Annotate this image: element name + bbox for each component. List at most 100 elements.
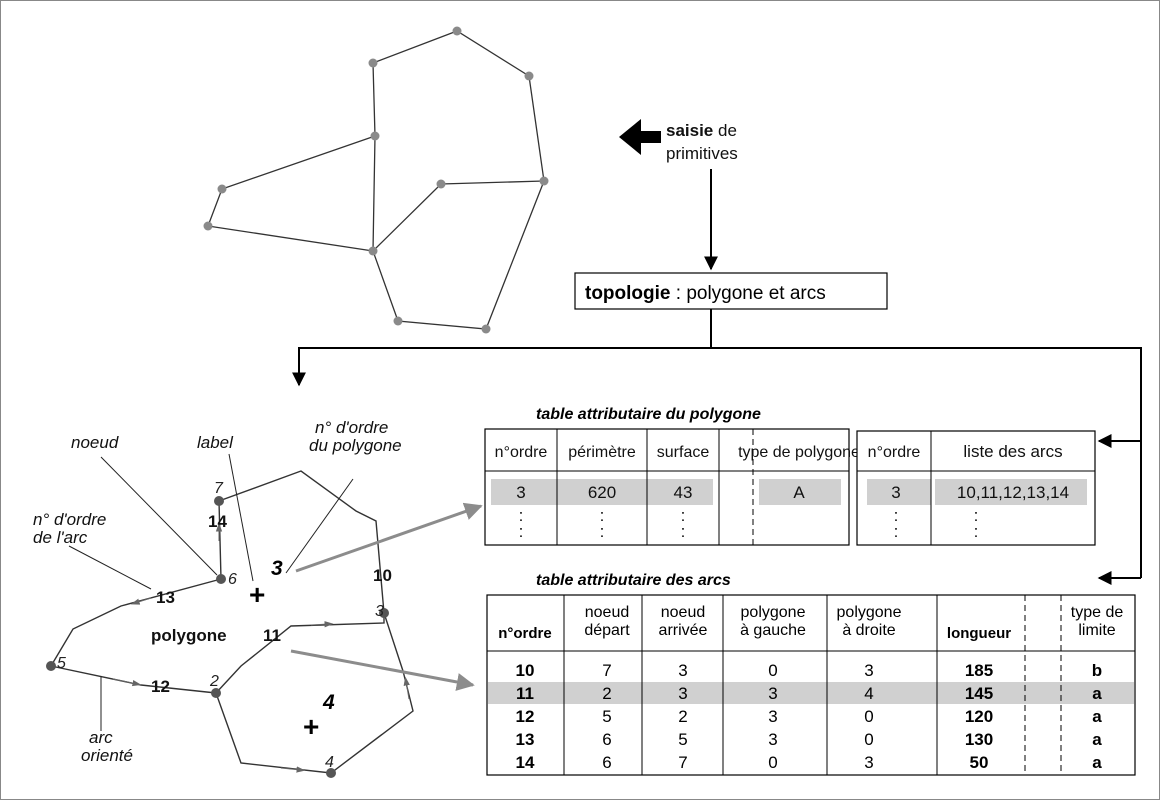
- arc-14-10-line: [218, 470, 385, 614]
- capture-title-rest: de: [718, 121, 737, 140]
- arc-table-cell: 3: [768, 707, 777, 726]
- arc-list-header-order: n°ordre: [868, 444, 921, 461]
- arc-table-cell: 2: [678, 707, 687, 726]
- arc-number-14: 14: [208, 512, 227, 531]
- label-point-plus-4: +: [303, 711, 319, 742]
- arc-list-ellipsis: :: [974, 522, 979, 541]
- node-annotation: noeud: [71, 433, 119, 452]
- arc-table-cell: 6: [602, 730, 611, 749]
- arc-table-cell: 3: [768, 684, 777, 703]
- polygon-order-annotation-line1: n° d'ordre: [315, 418, 388, 437]
- shared-arc-line: [372, 180, 545, 252]
- polygon-cell-type: A: [793, 483, 805, 502]
- branch-connectors: [292, 309, 1142, 585]
- polygon-header-order: n°ordre: [495, 444, 548, 461]
- node-number-5: 5: [57, 655, 66, 672]
- arc-table-header: à gauche: [740, 622, 806, 639]
- arc-list-ellipsis: :: [894, 522, 899, 541]
- arc-11-line: [215, 613, 385, 694]
- arc-to-table-arrow: [290, 649, 475, 691]
- arc-table-cell: b: [1092, 661, 1102, 680]
- arc-table-cell: 120: [965, 707, 993, 726]
- left-arrow-icon: [619, 119, 661, 155]
- arc-list-header-arcs: liste des arcs: [963, 442, 1062, 461]
- polygon-ellipsis: :: [519, 522, 524, 541]
- label-annotation: label: [197, 433, 234, 452]
- arc-list-ellipsis: :: [894, 506, 899, 525]
- arc-table-cell: 0: [768, 661, 777, 680]
- arc-table-cell: 7: [678, 753, 687, 772]
- arc-table-header: départ: [584, 622, 630, 639]
- arc-table-header: arrivée: [659, 622, 708, 639]
- arc-table-header: type de: [1071, 604, 1124, 621]
- arc-table-cell: 7: [602, 661, 611, 680]
- polygon-number-3: 3: [271, 557, 283, 580]
- arc-table-cell: 2: [602, 684, 611, 703]
- polygon-to-table-arrow: [295, 502, 483, 573]
- arc-list-table: n°ordre liste des arcs 3 10,11,12,13,14 …: [856, 430, 1096, 546]
- capture-title-bold: saisie: [666, 121, 713, 140]
- polygon-ellipsis: :: [600, 506, 605, 525]
- arc-table-cell: 6: [602, 753, 611, 772]
- svg-text:saisie de: saisie de: [666, 121, 737, 140]
- arc-table-header: longueur: [947, 625, 1011, 642]
- arc-table-cell: a: [1092, 753, 1102, 772]
- node-number-7: 7: [214, 480, 224, 497]
- arc-table-cell: 3: [768, 730, 777, 749]
- polygon-ellipsis: :: [600, 522, 605, 541]
- polygon-cell-perimeter: 620: [588, 483, 616, 502]
- polygon-order-pointer-line: [285, 478, 354, 574]
- node-dot-6: [216, 574, 226, 584]
- polygon-ellipsis: :: [519, 506, 524, 525]
- arc-table-cell: 3: [678, 661, 687, 680]
- topology-title-bold: topologie: [585, 283, 670, 304]
- arc-table-cell: 13: [516, 730, 535, 749]
- label-pointer-line: [228, 453, 254, 582]
- node-dot-7: [214, 496, 224, 506]
- node-number-6: 6: [228, 571, 237, 588]
- arc-list-cell-arcs: 10,11,12,13,14: [957, 483, 1069, 502]
- polygon-cell-order: 3: [516, 483, 525, 502]
- arc-list-row-highlight-1: [867, 479, 931, 505]
- polygon-table-title: table attributaire du polygone: [536, 406, 761, 423]
- topology-title-rest: : polygone et arcs: [676, 283, 826, 304]
- arc-number-13: 13: [156, 588, 175, 607]
- node-dot-2: [211, 688, 221, 698]
- polygon-number-4: 4: [322, 691, 335, 714]
- polygon-ellipsis: :: [681, 506, 686, 525]
- arc-attribute-table: n°ordrenoeuddépartnoeudarrivéepolygoneà …: [486, 594, 1136, 776]
- arc-table-cell: 4: [864, 684, 873, 703]
- capture-title-line2: primitives: [666, 144, 738, 163]
- primitives-drawing: [203, 26, 549, 334]
- arc-table-cell: 50: [970, 753, 989, 772]
- arc-order-annotation-line2: de l'arc: [33, 528, 88, 547]
- node-dot-5: [46, 661, 56, 671]
- arc-arrow: [112, 678, 142, 687]
- node-dot-3: [379, 608, 389, 618]
- arc-table-header: limite: [1078, 622, 1115, 639]
- arc-number-10: 10: [373, 566, 392, 585]
- arc-table-header: noeud: [585, 604, 630, 621]
- arc-table-header: polygone: [837, 604, 902, 621]
- arc-arrow: [403, 676, 410, 700]
- polygon-row-highlight: [491, 479, 713, 505]
- arc-table-cell: 14: [516, 753, 535, 772]
- arc-arrow: [130, 597, 152, 605]
- arc-table-header: noeud: [661, 604, 706, 621]
- polygon-header-surface: surface: [657, 444, 710, 461]
- arc-order-annotation-line1: n° d'ordre: [33, 510, 106, 529]
- arc-poly4-line: [215, 612, 414, 774]
- graph-nodes: [46, 496, 389, 778]
- node-number-2: 2: [209, 673, 219, 690]
- arc-number-11: 11: [263, 626, 281, 645]
- arc-arrow: [310, 621, 334, 628]
- arc-table-cell: 5: [602, 707, 611, 726]
- arc-arrow: [280, 766, 306, 773]
- arc-table-cell: 5: [678, 730, 687, 749]
- arc-table-header: à droite: [842, 622, 895, 639]
- node-number-4: 4: [325, 754, 334, 771]
- topology-box: [574, 272, 888, 310]
- label-point-plus-3: +: [249, 579, 265, 610]
